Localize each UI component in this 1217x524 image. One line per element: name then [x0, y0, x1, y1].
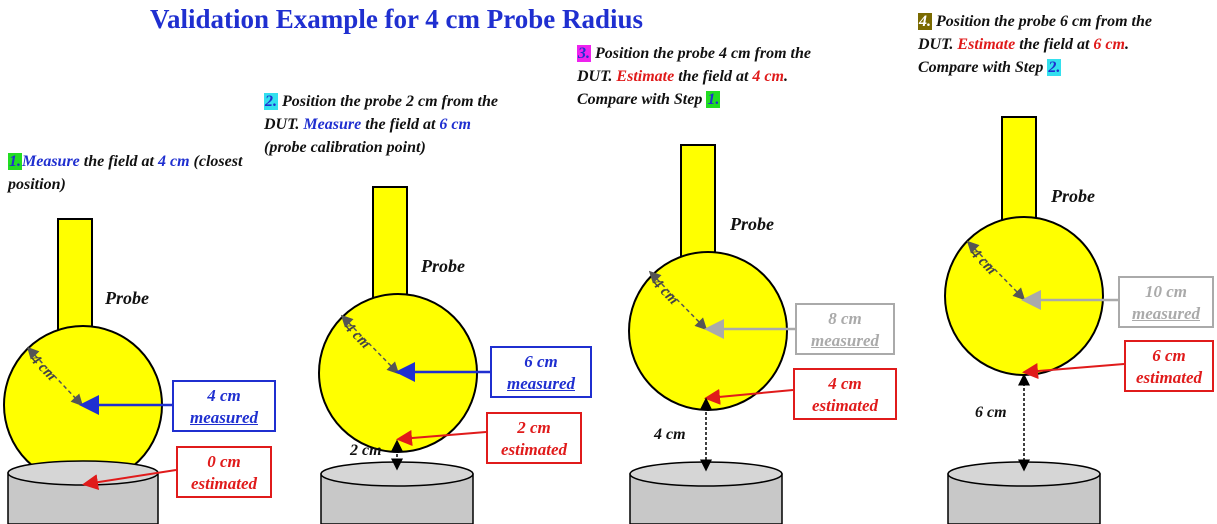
step-3-badge: 3. — [577, 45, 591, 62]
step-1-text: 1.Measure the field at 4 cm (closest pos… — [8, 150, 243, 196]
radius-label-2: 4 cm — [340, 319, 373, 352]
step-4-text: 4. Position the probe 6 cm from the DUT.… — [918, 10, 1188, 79]
dut-2 — [320, 461, 474, 524]
step-1-text-part: Measure — [22, 153, 80, 170]
probe-label-4: Probe — [1051, 186, 1095, 206]
step-3-text-part: . — [783, 68, 788, 85]
step-2-text-part: (probe calibration point) — [264, 139, 426, 156]
step-4-text-part: . — [1124, 36, 1129, 53]
step-3-text-part: 4 cm — [752, 68, 784, 85]
dut-4 — [947, 461, 1101, 524]
step-2-text-part: Position the probe 2 cm from the DUT. — [264, 93, 498, 133]
step-4-text-part: the field at — [1015, 36, 1094, 53]
step-1-text-part: the field at — [79, 153, 158, 170]
probe-rod-4 — [1001, 116, 1037, 234]
step-1-badge: 1. — [8, 153, 22, 170]
step-3-text-part: Position the probe 4 cm from the DUT. — [577, 45, 811, 85]
step-2-badge: 2. — [264, 93, 278, 110]
step-2-text-part: Measure — [303, 116, 362, 133]
step-4-text-part: Position the probe 6 cm from the DUT. — [918, 13, 1152, 53]
page-title: Validation Example for 4 cm Probe Radius — [150, 4, 644, 34]
step-4-compare: Compare with Step — [918, 59, 1048, 76]
step-3-text: 3. Position the probe 4 cm from the DUT.… — [577, 42, 837, 111]
probe-rod-3 — [680, 144, 716, 262]
radius-label-1: 4 cm — [26, 351, 59, 384]
probe-rod-2 — [372, 186, 408, 304]
step-4-badge: 4. — [918, 13, 932, 30]
step-1-text-part: 4 cm — [158, 153, 190, 170]
probe-label-3: Probe — [730, 214, 774, 234]
step-2-text-part: 6 cm — [439, 116, 471, 133]
dut-1 — [7, 460, 159, 524]
step-3-text-part: Estimate — [616, 68, 675, 85]
step-4-text-part: 6 cm — [1093, 36, 1125, 53]
dut-3 — [629, 461, 783, 524]
probe-label-2: Probe — [421, 256, 465, 276]
gap-label-6cm: 6 cm — [975, 404, 1007, 421]
probe-rod-1 — [57, 218, 93, 336]
step-2-text: 2. Position the probe 2 cm from the DUT.… — [264, 90, 514, 159]
probe-label-1: Probe — [105, 288, 149, 308]
radius-label-4: 4 cm — [966, 245, 999, 278]
step-3-text-part: the field at — [674, 68, 753, 85]
step-3-compare: Compare with Step — [577, 91, 707, 108]
step-3-compare-ref: 1. — [706, 91, 721, 108]
radius-label-3: 4 cm — [648, 275, 681, 308]
step-4-text-part: Estimate — [957, 36, 1016, 53]
gap-label-2cm: 2 cm — [350, 442, 382, 459]
step-1-text-part: (closest position) — [8, 153, 243, 193]
gap-label-4cm: 4 cm — [654, 426, 686, 443]
step-2-text-part: the field at — [361, 116, 440, 133]
step-4-compare-ref: 2. — [1047, 59, 1062, 76]
